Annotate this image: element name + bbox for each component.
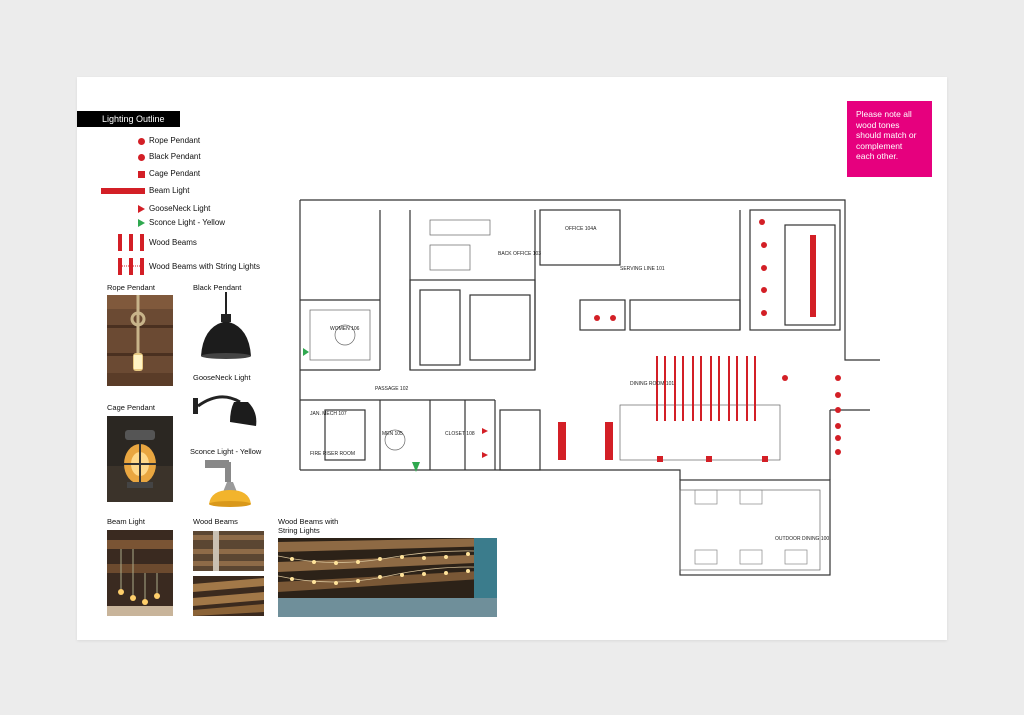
square-icon [138, 171, 145, 178]
string-lights-photo [278, 538, 497, 617]
legend-item-rope-pendant: Rope Pendant [0, 134, 300, 148]
caption-cage-pendant: Cage Pendant [107, 403, 155, 412]
room-back-office: BACK OFFICE 103 [498, 251, 541, 257]
caption-rope-pendant: Rope Pendant [107, 283, 155, 292]
legend-item-wood-beams-string: Wood Beams with String Lights [0, 258, 300, 275]
room-men: MEN 105 [382, 431, 403, 437]
room-janitor: JAN. MECH 107 [310, 411, 347, 417]
triangle-right-green-icon [138, 219, 145, 227]
legend-item-gooseneck-light: GooseNeck Light [0, 202, 300, 216]
room-passage: PASSAGE 102 [375, 386, 408, 392]
wood-beams-photo-2 [193, 576, 264, 616]
sconce-photo [193, 458, 265, 510]
room-dining: DINING ROOM 101 [630, 381, 674, 387]
double-bar-dotted-icon [117, 258, 145, 275]
caption-wood-beams: Wood Beams [193, 517, 238, 526]
legend-item-black-pendant: Black Pendant [0, 150, 300, 164]
black-pendant-photo [193, 292, 259, 362]
legend-item-cage-pendant: Cage Pendant [0, 167, 300, 181]
floor-plan: OFFICE 104A BACK OFFICE 103 WOMEN 106 ME… [270, 170, 880, 590]
double-bar-icon [117, 234, 145, 251]
room-outdoor-dining: OUTDOOR DINING 100 [775, 536, 829, 542]
room-office: OFFICE 104A [565, 226, 597, 232]
legend-item-beam-light: Beam Light [0, 184, 300, 198]
wood-beams-photo-1 [193, 531, 264, 571]
circle-icon [138, 154, 145, 161]
bar-icon [101, 188, 145, 194]
wood-tone-note: Please note all wood tones should match … [847, 101, 932, 177]
rope-pendant-photo [107, 295, 173, 386]
beam-light-photo [107, 530, 173, 616]
caption-black-pendant: Black Pendant [193, 283, 242, 292]
gooseneck-photo [190, 384, 260, 434]
caption-sconce: Sconce Light - Yellow [190, 447, 262, 456]
room-closet: CLOSET 108 [445, 431, 475, 437]
room-women: WOMEN 106 [330, 326, 360, 332]
room-fire-riser: FIRE RISER ROOM [310, 451, 355, 457]
cage-pendant-photo [107, 416, 173, 502]
triangle-right-icon [138, 205, 145, 213]
caption-gooseneck: GooseNeck Light [193, 373, 251, 382]
legend-title: Lighting Outline [77, 111, 180, 127]
legend-item-sconce-light: Sconce Light - Yellow [0, 216, 300, 230]
legend-item-wood-beams: Wood Beams [0, 234, 300, 251]
caption-beam-light: Beam Light [107, 517, 145, 526]
room-serving-line: SERVING LINE 101 [620, 266, 665, 272]
circle-icon [138, 138, 145, 145]
